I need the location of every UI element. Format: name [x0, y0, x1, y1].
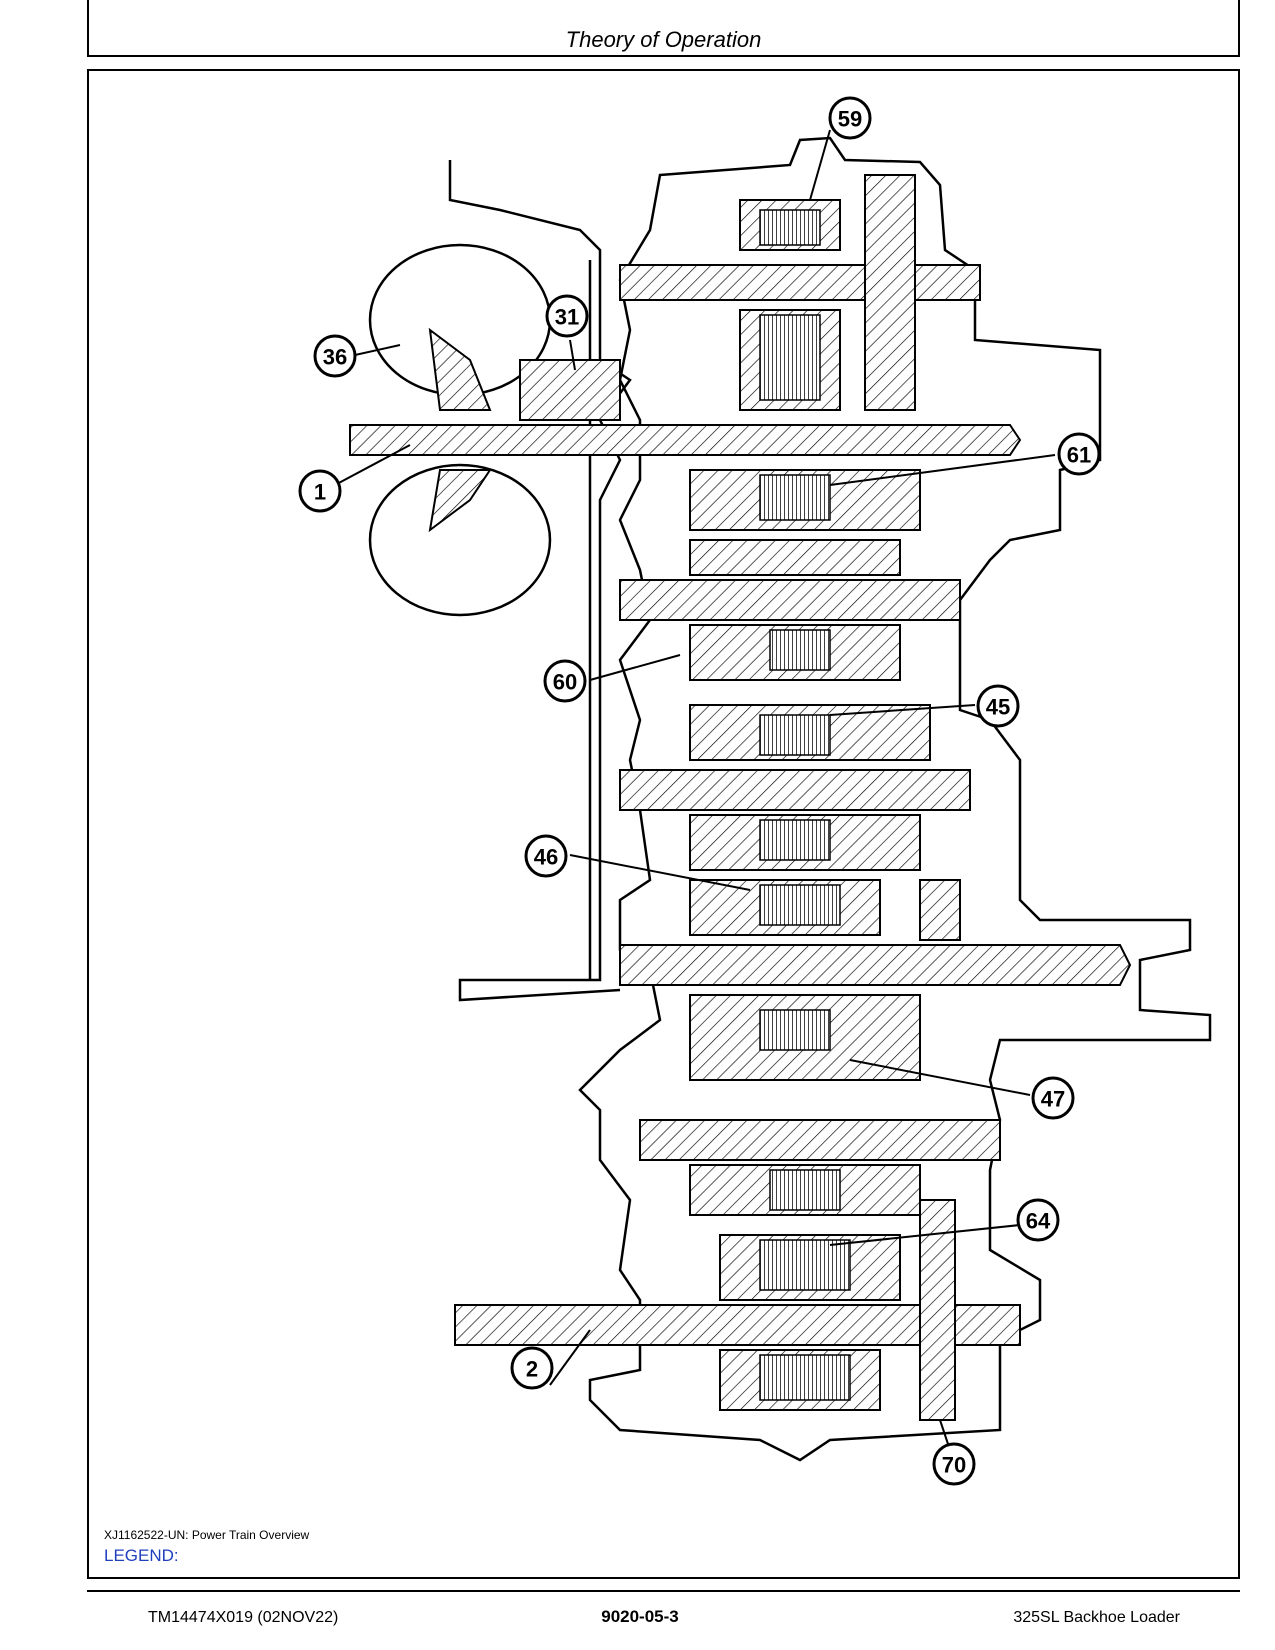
- gear-46-right: [919, 879, 961, 941]
- input-shaft: [349, 424, 1022, 456]
- callout-1-label: 1: [314, 480, 326, 505]
- callout-64: 64: [1016, 1198, 1060, 1242]
- callout-47: 47: [1031, 1076, 1075, 1120]
- footer-divider: [87, 1590, 1240, 1592]
- clutch-pack-45: [759, 714, 831, 756]
- figure-caption: XJ1162522-UN: Power Train Overview: [104, 1528, 310, 1542]
- callout-31-label: 31: [555, 305, 579, 330]
- leader-1: [334, 444, 411, 486]
- clutch-pack-64-lower: [759, 1354, 851, 1401]
- clutch-pack-59-lower: [759, 314, 821, 401]
- shaft-top: [619, 264, 981, 301]
- leader-46: [569, 854, 751, 891]
- leader-60: [589, 654, 681, 681]
- callout-2: 2: [510, 1346, 554, 1390]
- callout-61-label: 61: [1067, 443, 1091, 468]
- leader-59: [809, 129, 831, 201]
- leader-2: [549, 1329, 591, 1386]
- clutch-pack-59: [759, 209, 821, 246]
- callout-47-label: 47: [1041, 1087, 1065, 1112]
- output-shaft: [454, 1304, 1021, 1346]
- converter-hub-lower: [428, 469, 492, 533]
- callout-60-label: 60: [553, 670, 577, 695]
- callout-2-label: 2: [526, 1357, 538, 1382]
- leader-36: [354, 344, 401, 356]
- callout-45: 45: [976, 684, 1020, 728]
- footer-page-number: 9020-05-3: [601, 1607, 679, 1626]
- gear-59-right: [864, 174, 916, 411]
- callout-46-label: 46: [534, 845, 558, 870]
- clutch-pack-60: [769, 629, 831, 671]
- footer-doc-id: TM14474X019 (02NOV22): [148, 1609, 339, 1626]
- page-title: Theory of Operation: [565, 27, 762, 52]
- shaft-45: [619, 769, 971, 811]
- shaft-46: [619, 944, 1132, 986]
- clutch-pack-47: [759, 1009, 831, 1051]
- figure-frame: [87, 69, 1240, 1579]
- page-header: Theory of Operation: [87, 0, 1240, 57]
- callout-70-label: 70: [942, 1453, 966, 1478]
- torque-converter-lower: [368, 463, 552, 617]
- callout-36-label: 36: [323, 345, 347, 370]
- callout-36: 36: [313, 334, 357, 378]
- shaft-60: [619, 579, 961, 621]
- gear-31: [519, 359, 621, 421]
- clutch-pack-45-lower: [759, 819, 831, 861]
- power-train-diagram: 59 31 36 61 1 60 45 46 47 64 2 70: [298, 96, 1212, 1486]
- clutch-pack-61: [759, 474, 831, 521]
- footer-product: 325SL Backhoe Loader: [1013, 1609, 1180, 1626]
- callout-46: 46: [524, 834, 568, 878]
- leader-61: [829, 454, 1056, 486]
- callout-1: 1: [298, 469, 342, 513]
- callout-45-label: 45: [986, 695, 1010, 720]
- leader-45: [829, 704, 976, 716]
- legend-label: LEGEND:: [104, 1546, 179, 1565]
- callout-59-label: 59: [838, 107, 862, 132]
- clutch-pack-47-lower: [769, 1169, 841, 1211]
- leader-31: [569, 339, 576, 371]
- gear-60: [689, 539, 901, 576]
- callout-70: 70: [932, 1442, 976, 1486]
- gear-70: [919, 1199, 956, 1421]
- shaft-47: [639, 1119, 1001, 1161]
- callout-64-label: 64: [1026, 1209, 1051, 1234]
- leader-47: [849, 1059, 1031, 1096]
- callout-31: 31: [545, 294, 589, 338]
- callout-60: 60: [543, 659, 587, 703]
- clutch-pack-64: [759, 1239, 851, 1291]
- callout-61: 61: [1057, 432, 1101, 476]
- callout-59: 59: [828, 96, 872, 140]
- leader-64: [829, 1224, 1021, 1246]
- converter-hub-upper: [428, 327, 492, 411]
- clutch-pack-46: [759, 884, 841, 926]
